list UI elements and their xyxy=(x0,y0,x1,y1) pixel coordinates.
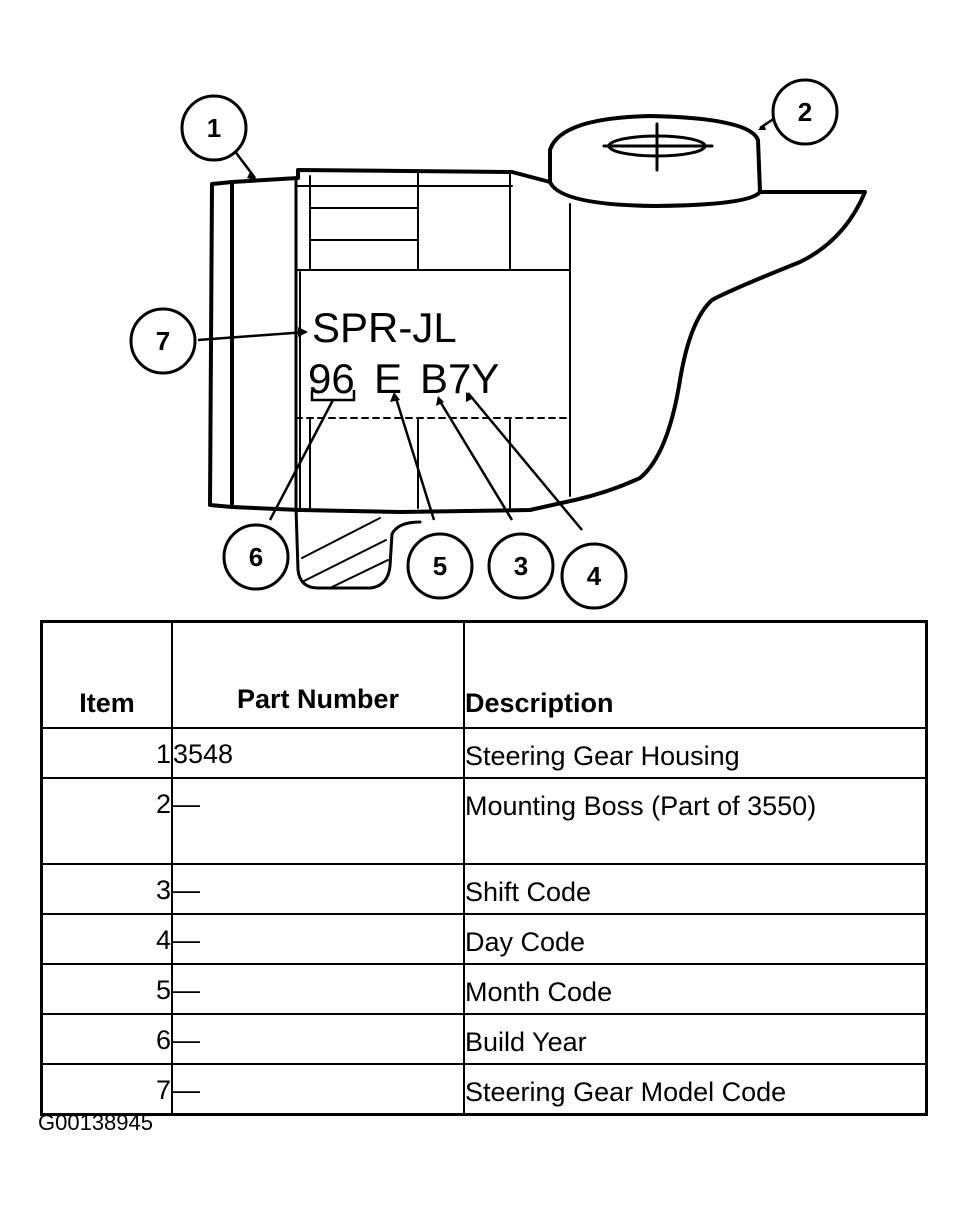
leader-3 xyxy=(436,397,514,521)
figure-id: G00138945 xyxy=(38,1110,153,1135)
row-part-number: — xyxy=(171,1013,465,1065)
callout-2-label: 2 xyxy=(798,97,812,127)
parts-table: Item Part Number Description 1 3548 Stee… xyxy=(40,620,928,1116)
row-item: 3 xyxy=(40,863,173,915)
housing-end-cap xyxy=(208,180,234,509)
model-code-text: SPR-JL xyxy=(312,304,457,351)
table-row: 2 — Mounting Boss (Part of 3550) xyxy=(40,777,928,865)
callout-7-circle xyxy=(129,307,197,375)
callout-6-circle xyxy=(222,523,290,591)
leader-4 xyxy=(467,392,583,531)
callout-5-circle xyxy=(406,532,474,600)
steering-gear-diagram: SPR-JL 96 E B7Y 1 2 7 6 5 3 4 xyxy=(129,78,867,610)
table-row: 1 3548 Steering Gear Housing xyxy=(40,727,928,779)
row-item: 7 xyxy=(40,1063,173,1115)
table-header-row: Item Part Number Description xyxy=(40,620,928,729)
callout-5-label: 5 xyxy=(433,551,447,581)
row-part-number: — xyxy=(171,863,465,915)
leader-7 xyxy=(197,330,307,342)
callout-3-circle xyxy=(487,532,555,600)
row-item: 6 xyxy=(40,1013,173,1065)
callout-6-label: 6 xyxy=(249,542,263,572)
month-code-text: E xyxy=(374,355,402,402)
callout-1-circle xyxy=(180,94,248,162)
row-item: 2 xyxy=(40,777,173,865)
leader-6 xyxy=(268,399,335,521)
housing-outline xyxy=(230,114,867,514)
callout-2-circle xyxy=(771,78,839,146)
row-description: Day Code xyxy=(463,913,928,965)
table-row: 4 — Day Code xyxy=(40,913,928,965)
row-part-number: 3548 xyxy=(171,727,465,779)
row-description: Steering Gear Model Code xyxy=(463,1063,928,1115)
row-item: 5 xyxy=(40,963,173,1015)
header-item: Item xyxy=(40,620,173,729)
row-part-number: — xyxy=(171,963,465,1015)
table-row: 3 — Shift Code xyxy=(40,863,928,915)
build-year-text: 96 xyxy=(308,355,355,402)
header-description: Description xyxy=(463,620,928,729)
callout-1-label: 1 xyxy=(207,113,221,143)
callout-4-circle xyxy=(560,542,628,610)
table-row: 6 — Build Year xyxy=(40,1013,928,1065)
callout-7-label: 7 xyxy=(156,326,170,356)
mounting-boss xyxy=(548,180,762,208)
row-description: Mounting Boss (Part of 3550) xyxy=(463,777,928,865)
row-part-number: — xyxy=(171,1063,465,1115)
row-description: Shift Code xyxy=(463,863,928,915)
row-description: Month Code xyxy=(463,963,928,1015)
table-row: 5 — Month Code xyxy=(40,963,928,1015)
row-description: Steering Gear Housing xyxy=(463,727,928,779)
row-item: 1 xyxy=(40,727,173,779)
header-part-number: Part Number xyxy=(171,620,465,729)
row-item: 4 xyxy=(40,913,173,965)
row-description: Build Year xyxy=(463,1013,928,1065)
leader-1 xyxy=(233,149,256,179)
row-part-number: — xyxy=(171,913,465,965)
leader-5 xyxy=(393,394,436,521)
callout-3-label: 3 xyxy=(514,551,528,581)
table-row: 7 — Steering Gear Model Code xyxy=(40,1063,928,1115)
callout-4-label: 4 xyxy=(587,561,602,591)
shift-day-code-text: B7Y xyxy=(420,355,499,402)
row-part-number: — xyxy=(171,777,465,865)
